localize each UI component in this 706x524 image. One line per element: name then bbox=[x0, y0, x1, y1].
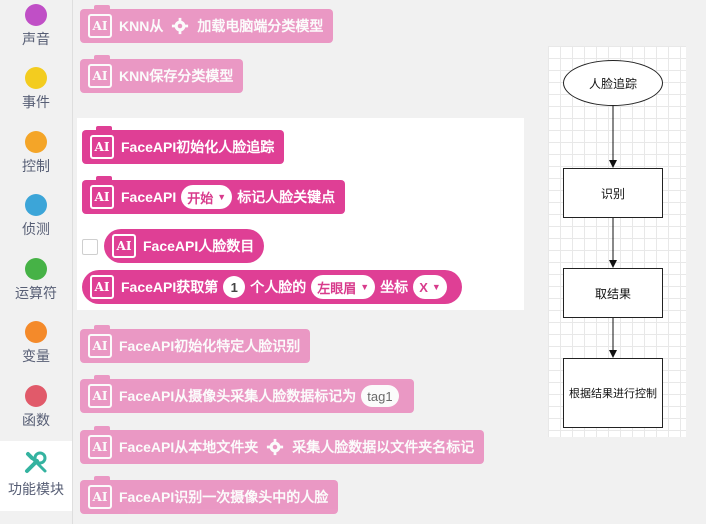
faceapi-init-tracking-block[interactable]: AI FaceAPI初始化人脸追踪 bbox=[82, 126, 285, 164]
block-notch bbox=[94, 476, 110, 482]
wrench-screwdriver-icon bbox=[25, 451, 47, 473]
ai-icon: AI bbox=[88, 64, 112, 88]
ai-icon: AI bbox=[90, 135, 114, 159]
block-text: 采集人脸数据以文件夹名标记 bbox=[292, 439, 475, 455]
chevron-down-icon: ▼ bbox=[217, 192, 227, 202]
block-text: FaceAPI初始化人脸追踪 bbox=[121, 139, 275, 155]
block-text: FaceAPI人脸数目 bbox=[143, 238, 255, 254]
block-notch bbox=[94, 325, 110, 331]
category-functions[interactable]: 函数 bbox=[0, 385, 72, 430]
chevron-down-icon: ▼ bbox=[360, 282, 370, 292]
ai-icon: AI bbox=[88, 485, 112, 509]
faceapi-recognize-once-block[interactable]: AI FaceAPI识别一次摄像头中的人脸 bbox=[80, 476, 339, 514]
ai-icon: AI bbox=[88, 334, 112, 358]
faceapi-face-count-block[interactable]: AI FaceAPI人脸数目 bbox=[104, 229, 265, 263]
flow-node-get-result: 取结果 bbox=[563, 268, 663, 318]
face-part-dropdown[interactable]: 左眼眉 ▼ bbox=[311, 275, 376, 299]
ai-icon: AI bbox=[90, 275, 114, 299]
category-sound[interactable]: 声音 bbox=[0, 4, 72, 49]
block-notch bbox=[96, 126, 112, 132]
faceapi-local-folder-block[interactable]: AI FaceAPI从本地文件夹 采集人脸数据以文件夹名标记 bbox=[80, 426, 485, 464]
category-label: 功能模块 bbox=[8, 481, 64, 497]
flowchart-connectors bbox=[609, 106, 617, 358]
ai-icon: AI bbox=[90, 185, 114, 209]
category-label: 声音 bbox=[22, 31, 50, 47]
block-text: 个人脸的 bbox=[250, 279, 307, 295]
faceapi-init-specific-block[interactable]: AI FaceAPI初始化特定人脸识别 bbox=[80, 325, 311, 363]
control-category-dot-icon bbox=[25, 131, 47, 153]
events-category-dot-icon bbox=[25, 67, 47, 89]
category-label: 运算符 bbox=[15, 285, 57, 301]
knn-save-model-block[interactable]: AI KNN保存分类模型 bbox=[80, 55, 244, 93]
gear-icon[interactable] bbox=[266, 438, 284, 456]
coordinate-dropdown[interactable]: X ▼ bbox=[413, 275, 447, 299]
block-text: FaceAPI识别一次摄像头中的人脸 bbox=[119, 489, 329, 505]
ai-icon: AI bbox=[88, 435, 112, 459]
flow-node-label: 人脸追踪 bbox=[588, 76, 637, 91]
faceapi-capture-tag-block[interactable]: AI FaceAPI从摄像头采集人脸数据标记为 tag1 bbox=[80, 375, 414, 413]
flow-node-label: 取结果 bbox=[594, 286, 631, 301]
category-operators[interactable]: 运算符 bbox=[0, 258, 72, 303]
block-text: KNN保存分类模型 bbox=[119, 68, 234, 84]
category-label: 侦测 bbox=[22, 221, 50, 237]
faceapi-get-landmark-block[interactable]: AI FaceAPI获取第 1 个人脸的 左眼眉 ▼ 坐标 X ▼ bbox=[82, 270, 462, 304]
block-text: FaceAPI从摄像头采集人脸数据标记为 bbox=[119, 388, 357, 404]
flow-node-label: 识别 bbox=[600, 186, 625, 201]
flow-node-label: 根据结果进行控制 bbox=[569, 388, 657, 400]
block-notch bbox=[94, 55, 110, 61]
ai-icon: AI bbox=[112, 234, 136, 258]
block-text: 坐标 bbox=[380, 279, 409, 295]
category-events[interactable]: 事件 bbox=[0, 67, 72, 112]
block-notch bbox=[94, 426, 110, 432]
block-text: 加载电脑端分类模型 bbox=[197, 18, 324, 34]
block-text: KNN从 bbox=[119, 18, 164, 34]
chevron-down-icon: ▼ bbox=[431, 282, 441, 292]
face-count-checkbox[interactable] bbox=[82, 239, 98, 255]
category-variables[interactable]: 变量 bbox=[0, 321, 72, 366]
block-notch bbox=[94, 375, 110, 381]
block-text: FaceAPI bbox=[121, 189, 177, 205]
block-notch bbox=[96, 176, 112, 182]
sound-category-dot-icon bbox=[25, 4, 47, 26]
tag-input[interactable]: tag1 bbox=[361, 385, 399, 407]
block-text: FaceAPI从本地文件夹 bbox=[119, 439, 259, 455]
category-function-modules[interactable]: 功能模块 bbox=[0, 441, 72, 511]
ai-icon: AI bbox=[88, 14, 112, 38]
dropdown-value: 开始 bbox=[187, 190, 214, 206]
block-text: FaceAPI获取第 bbox=[121, 279, 219, 295]
category-label: 控制 bbox=[22, 158, 50, 174]
operators-category-dot-icon bbox=[25, 258, 47, 280]
category-label: 函数 bbox=[22, 412, 50, 428]
dropdown-value: X bbox=[419, 279, 428, 295]
block-text: 标记人脸关键点 bbox=[237, 189, 336, 205]
flow-node-recognize: 识别 bbox=[563, 168, 663, 218]
ai-icon: AI bbox=[88, 384, 112, 408]
faceapi-mark-keypoints-block[interactable]: AI FaceAPI 开始 ▼ 标记人脸关键点 bbox=[82, 176, 346, 214]
sensing-category-dot-icon bbox=[25, 194, 47, 216]
variables-category-dot-icon bbox=[25, 321, 47, 343]
block-notch bbox=[94, 5, 110, 11]
block-text: FaceAPI初始化特定人脸识别 bbox=[119, 338, 301, 354]
knn-load-model-block[interactable]: AI KNN从 加载电脑端分类模型 bbox=[80, 5, 334, 43]
dropdown-value: 左眼眉 bbox=[317, 280, 357, 296]
flowchart-panel: 人脸追踪 识别 取结果 根据结果进行控制 bbox=[548, 46, 686, 437]
gear-icon[interactable] bbox=[171, 17, 189, 35]
face-index-input[interactable]: 1 bbox=[223, 276, 246, 298]
category-control[interactable]: 控制 bbox=[0, 131, 72, 176]
category-label: 变量 bbox=[22, 348, 50, 364]
mark-mode-dropdown[interactable]: 开始 ▼ bbox=[181, 185, 233, 209]
category-sensing[interactable]: 侦测 bbox=[0, 194, 72, 239]
category-sidebar: 声音 事件 控制 侦测 运算符 变量 函数 功能模块 bbox=[0, 0, 73, 524]
functions-category-dot-icon bbox=[25, 385, 47, 407]
flow-node-start: 人脸追踪 bbox=[563, 60, 663, 106]
category-label: 事件 bbox=[22, 94, 50, 110]
flow-node-control: 根据结果进行控制 bbox=[563, 358, 663, 428]
